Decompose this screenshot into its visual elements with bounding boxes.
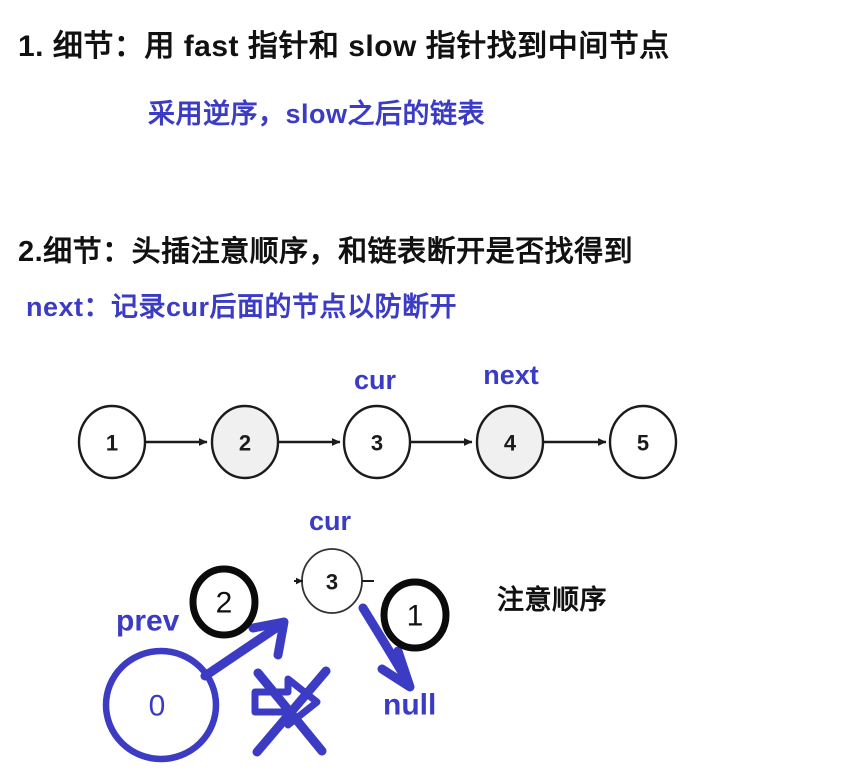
arrow-cur-to-null-shaft	[358, 603, 414, 689]
arrow-prev-to-cur-head-icon	[248, 617, 289, 660]
note-attention-order: 注意顺序	[497, 585, 607, 615]
step-badge-2[interactable]: 2	[189, 565, 259, 639]
crossed-out-arrow-icon	[251, 666, 331, 757]
broken-link-x-stroke-a	[253, 668, 327, 756]
list-node-4-shape	[475, 404, 545, 480]
broken-link-arrow-outline	[251, 675, 321, 729]
list-node-2-shape	[210, 404, 280, 480]
list-node-1[interactable]: 1	[77, 404, 147, 480]
list-node-2-label: 2	[239, 431, 251, 456]
pointer-label-cur-bottom: cur	[309, 506, 352, 536]
cur-node[interactable]: 3	[294, 548, 374, 614]
step-badge-1-label: 1	[407, 600, 424, 633]
pointer-label-prev: prev	[116, 605, 180, 638]
list-node-5-label: 5	[637, 431, 649, 456]
pointer-label-cur-top: cur	[354, 365, 397, 395]
list-node-5-shape	[608, 404, 678, 480]
prev-node-label: 0	[149, 690, 166, 723]
broken-link-x-stroke-b	[252, 666, 331, 757]
head-insert-diagram: cur 3 prev 0	[102, 506, 450, 763]
prev-node[interactable]: 0	[102, 647, 220, 763]
list-node-1-label: 1	[106, 431, 118, 456]
list-node-1-shape	[77, 404, 147, 480]
step-badge-1-circle	[380, 578, 450, 652]
prev-node-shape	[102, 647, 220, 763]
list-node-3[interactable]: 3	[342, 404, 412, 480]
list-node-5[interactable]: 5	[608, 404, 678, 480]
list-node-3-label: 3	[371, 431, 383, 456]
list-node-2[interactable]: 2	[210, 404, 280, 480]
list-node-4[interactable]: 4	[475, 404, 545, 480]
note-line-2-sub: next：记录cur后面的节点以防断开	[26, 292, 458, 322]
step-badge-1[interactable]: 1	[380, 578, 450, 652]
linked-list-diagram: 1 2 3 4 5 cur nex	[77, 360, 678, 480]
step-badge-2-label: 2	[216, 587, 233, 620]
note-line-1-sub: 采用逆序，slow之后的链表	[148, 99, 486, 129]
step-badge-2-circle	[189, 565, 259, 639]
cur-node-label: 3	[326, 570, 338, 595]
pointer-label-next-top: next	[483, 360, 539, 390]
list-node-3-shape	[342, 404, 412, 480]
null-label: null	[383, 689, 436, 722]
note-line-1: 1. 细节：用 fast 指针和 slow 指针找到中间节点	[18, 30, 670, 63]
cur-node-shape	[301, 548, 363, 614]
arrow-cur-to-null-head-icon	[377, 646, 415, 692]
arrow-cur-to-null	[358, 603, 415, 692]
arrow-prev-to-cur-shaft	[200, 619, 287, 681]
list-node-4-label: 4	[504, 431, 517, 456]
note-line-2: 2.细节：头插注意顺序，和链表断开是否找得到	[18, 236, 634, 268]
arrow-prev-to-cur	[200, 617, 289, 681]
